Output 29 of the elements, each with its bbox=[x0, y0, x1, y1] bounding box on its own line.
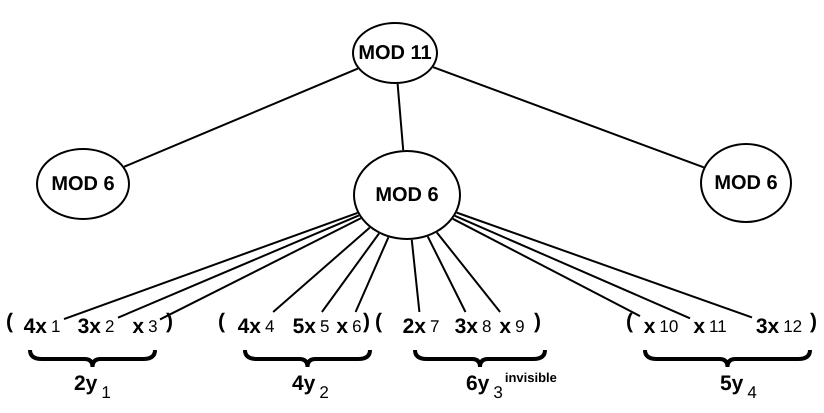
sum-label: 5y$_{4}$ bbox=[720, 372, 757, 396]
parenthesis: ( bbox=[218, 310, 225, 334]
connector-line bbox=[354, 236, 390, 312]
connector-line bbox=[272, 226, 370, 313]
connector-line bbox=[426, 236, 466, 312]
module-ellipse: MOD 6 bbox=[36, 148, 130, 220]
connector-line bbox=[118, 214, 360, 319]
parenthesis: ( bbox=[626, 310, 633, 334]
sum-label: 4y$_{2}$ bbox=[292, 372, 329, 396]
connector-line bbox=[124, 68, 358, 168]
parenthesis: ( bbox=[375, 310, 382, 334]
parenthesis: ) bbox=[810, 310, 817, 334]
parenthesis: ) bbox=[363, 310, 370, 334]
connector-line bbox=[410, 240, 420, 312]
connector-line bbox=[432, 66, 704, 168]
module-ellipse: MOD 6 bbox=[700, 143, 792, 223]
connector-line bbox=[321, 232, 380, 313]
connector-line bbox=[454, 214, 690, 320]
connector-line bbox=[160, 217, 362, 320]
parenthesis: ( bbox=[6, 310, 13, 334]
sum-label: 2y$_{1}$ bbox=[74, 372, 111, 396]
module-ellipse: MOD 6 bbox=[353, 150, 461, 240]
parenthesis: ) bbox=[534, 310, 541, 334]
connector-line bbox=[396, 84, 404, 150]
connector-line bbox=[64, 212, 358, 320]
connector-line bbox=[456, 212, 752, 318]
connector-line bbox=[452, 218, 640, 317]
connector-line bbox=[436, 232, 501, 313]
module-ellipse: MOD 11 bbox=[352, 22, 438, 84]
